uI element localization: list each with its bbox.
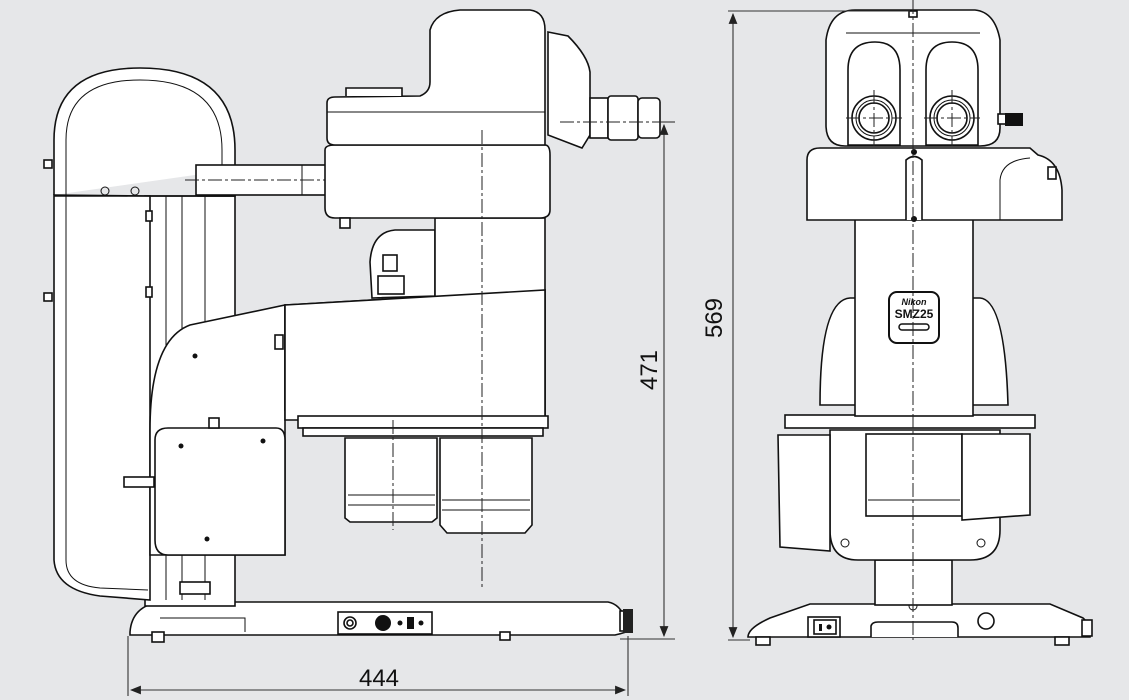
side-base [129,601,633,643]
front-view: Nikon SMZ25 [747,0,1093,646]
side-arm [185,164,345,196]
side-arch-cover [43,67,236,601]
side-head [324,9,672,229]
side-objectives [344,437,533,534]
front-zoom-column: Nikon SMZ25 [854,217,974,417]
dimension-569: 569 [701,10,910,641]
front-head [825,9,1023,147]
dimension-label-width: 444 [359,665,399,692]
badge-brand: Nikon [901,297,927,307]
front-base [747,601,1093,646]
front-arm-housing [806,147,1063,222]
side-zoom-body [284,217,549,437]
badge: Nikon SMZ25 [888,291,940,344]
badge-model: SMZ25 [895,307,934,321]
dimension-label-eyepiece-height: 471 [636,350,663,390]
side-view [43,9,672,643]
dimension-label-total-height: 569 [701,298,728,338]
dimension-471: 471 [620,121,675,640]
dimension-444: 444 [127,636,629,696]
